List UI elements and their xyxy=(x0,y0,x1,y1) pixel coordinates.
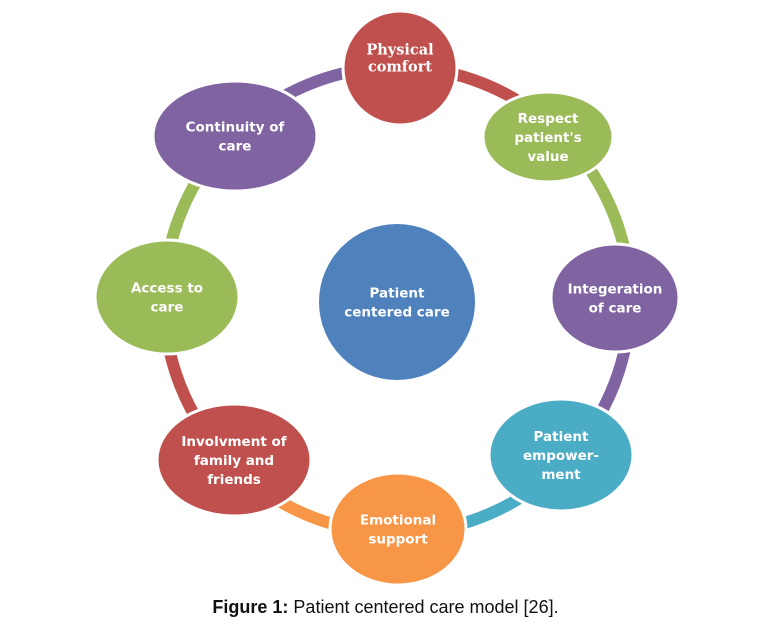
node-label-line: comfort xyxy=(368,59,432,76)
caption-label: Figure 1: xyxy=(212,597,289,617)
node-label-line: patient's xyxy=(514,130,581,146)
node-label-line: Emotional xyxy=(360,513,436,529)
care-node xyxy=(151,79,319,193)
care-node xyxy=(93,238,241,356)
node-label-line: care xyxy=(151,300,184,316)
node-label-line: friends xyxy=(207,472,261,488)
node-label-line: Involvment of xyxy=(181,434,286,450)
care-node xyxy=(328,471,468,587)
care-node xyxy=(155,402,313,518)
node-label-line: value xyxy=(527,149,568,165)
figure-caption: Figure 1: Patient centered care model [2… xyxy=(0,597,771,618)
node-label-line: Patient xyxy=(370,286,425,302)
node-label-line: care xyxy=(219,139,252,155)
node-label-line: Access to xyxy=(131,281,203,297)
node-label-line: family and xyxy=(194,453,274,469)
node-label-line: Continuity of xyxy=(186,120,285,136)
node-label-line: centered care xyxy=(344,305,449,321)
node-label-line: Respect xyxy=(518,111,579,127)
center-node xyxy=(319,224,475,380)
care-node xyxy=(487,397,635,513)
care-node xyxy=(481,90,615,184)
node-label-line: empower- xyxy=(523,448,599,464)
care-node xyxy=(341,9,459,127)
node-label-line: Patient xyxy=(534,429,589,445)
care-node xyxy=(549,242,681,354)
caption-text: Patient centered care model [26]. xyxy=(288,597,559,617)
node-label-line: ment xyxy=(541,467,581,483)
node-label-line: of care xyxy=(589,301,642,317)
node-label-line: Integeration xyxy=(568,282,663,298)
node-label-line: Physical xyxy=(366,42,434,59)
node-label-line: support xyxy=(368,532,428,548)
